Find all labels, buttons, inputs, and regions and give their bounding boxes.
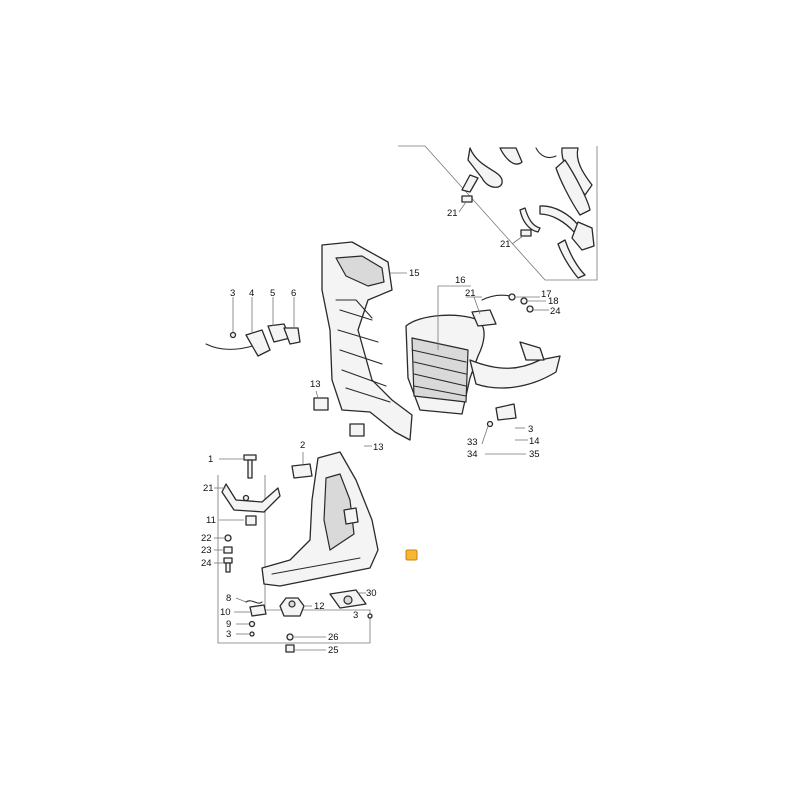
nut: 23 (201, 545, 233, 556)
callout-18: 18 (548, 296, 559, 307)
callout-19: 21 (465, 288, 476, 299)
callout-26: 26 (328, 632, 339, 643)
lower-assembly-frame (217, 475, 371, 644)
callout-5: 5 (270, 288, 275, 299)
screw-right: 3 (353, 610, 373, 621)
callout-3-pad: 3 (528, 424, 533, 435)
hose-support-assembly: 3 4 5 6 (205, 288, 301, 357)
clip: 2 (291, 440, 313, 479)
callout-20-upper: 21 (447, 208, 458, 219)
callout-25: 25 (328, 645, 339, 656)
callout-14: 15 (409, 268, 420, 279)
callout-3-lower: 3 (226, 629, 231, 640)
callout-29: 24 (550, 306, 561, 317)
base-frame (261, 451, 379, 587)
clip-small: 9 (226, 619, 256, 630)
callout-2: 2 (300, 440, 305, 451)
callout-24: 24 (201, 558, 212, 569)
callout-23: 23 (201, 545, 212, 556)
callout-12: 12 (314, 601, 325, 612)
callout-21: 21 (203, 483, 214, 494)
callout-3-right: 3 (353, 610, 358, 621)
callout-11: 11 (206, 515, 216, 526)
strap-clip-lower: 21 (500, 229, 532, 250)
highlighted-part (405, 549, 418, 561)
latch: 12 (279, 597, 325, 617)
callout-10: 10 (220, 607, 231, 618)
bolt: 1 (208, 454, 257, 479)
callout-9: 9 (226, 619, 231, 630)
spring: 8 (226, 593, 263, 604)
washer: 22 (201, 533, 232, 544)
pin: 10 (220, 604, 267, 618)
callout-6: 6 (291, 288, 296, 299)
harness-straps-inset: 21 21 (398, 145, 598, 281)
callout-17: 17 (541, 289, 552, 300)
callout-13-left: 13 (310, 379, 321, 390)
callout-35: 35 (529, 449, 540, 460)
callout-22: 22 (201, 533, 212, 544)
cap-nut: 25 (285, 644, 339, 656)
inset-frame (398, 145, 598, 281)
waist-pad: 16 21 17 18 24 3 14 33 34 35 (405, 275, 561, 460)
frame-clip-left: 13 (310, 379, 329, 411)
callout-30: 30 (366, 588, 377, 599)
washer-small: 26 (286, 632, 339, 643)
harness-straps (461, 147, 595, 279)
strap-clip-upper: 21 (447, 195, 473, 219)
callout-8: 8 (226, 593, 231, 604)
screw: 24 (201, 557, 233, 573)
spacer: 11 (206, 515, 257, 526)
callout-34: 34 (467, 449, 478, 460)
callout-33: 33 (467, 437, 478, 448)
gasket: 30 (329, 588, 377, 609)
back-frame: 15 (321, 241, 420, 441)
callout-20-lower: 21 (500, 239, 511, 250)
callout-1: 1 (208, 454, 213, 465)
screw-small: 3 (226, 629, 255, 640)
callout-16: 16 (455, 275, 466, 286)
callout-15: 14 (529, 436, 540, 447)
bracket: 21 (203, 483, 281, 513)
callout-13-right: 13 (373, 442, 384, 453)
callout-4: 4 (249, 288, 254, 299)
frame-clip-right: 13 (349, 423, 384, 453)
callout-3-hose: 3 (230, 288, 235, 299)
